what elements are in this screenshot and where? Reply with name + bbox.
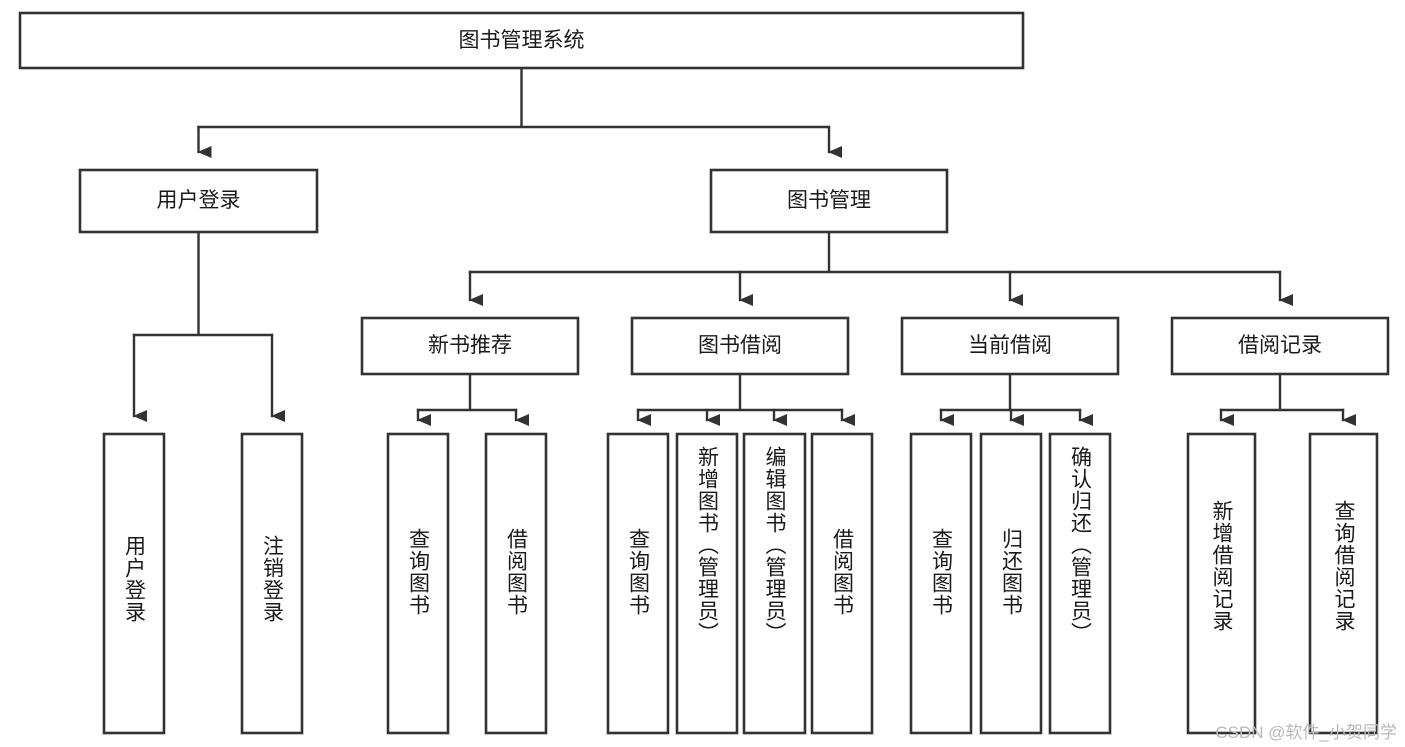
leaf-borrow-book-borrow[interactable]: 借阅图书 — [810, 432, 874, 735]
leaf-logout-box[interactable] — [240, 432, 304, 735]
leaf-add-book-admin-label: 新增图书（管理员） — [696, 446, 720, 644]
leaf-edit-book-admin-label: 编辑图书（管理员） — [763, 446, 787, 644]
node-new-book-recommend-label: 新书推荐 — [428, 334, 512, 357]
leaf-return-book-box[interactable] — [979, 432, 1043, 735]
edge-root-bus — [197, 66, 831, 129]
leaf-edit-book-admin-box[interactable] — [742, 432, 807, 735]
leaf-query-book-current-label: 查询图书 — [930, 528, 954, 616]
leaf-query-book-current[interactable]: 查询图书 — [909, 432, 973, 735]
node-root-system-label: 图书管理系统 — [459, 29, 585, 52]
leaf-borrow-book-borrow-box[interactable] — [810, 432, 874, 735]
leaf-add-borrow-record[interactable]: 新增借阅记录 — [1186, 432, 1257, 735]
node-book-manage-label: 图书管理 — [787, 189, 871, 212]
node-book-borrow[interactable]: 图书借阅 — [630, 316, 850, 376]
leaf-query-book-newbooks-box[interactable] — [386, 432, 450, 735]
node-borrow-records-box[interactable] — [1170, 316, 1390, 376]
leaf-user-login-box[interactable] — [102, 432, 166, 735]
leaf-query-borrow-record-label: 查询借阅记录 — [1332, 500, 1356, 632]
node-current-borrow[interactable]: 当前借阅 — [900, 316, 1120, 376]
node-book-manage-box[interactable] — [709, 168, 949, 234]
leaf-borrow-book-borrow-label: 借阅图书 — [831, 528, 855, 616]
leaf-return-book[interactable]: 归还图书 — [979, 432, 1043, 735]
leaf-confirm-return-admin[interactable]: 确认归还（管理员） — [1048, 432, 1112, 735]
node-user-login-box[interactable] — [78, 168, 319, 234]
edge-current-bus — [939, 372, 1082, 412]
node-new-book-recommend-box[interactable] — [360, 316, 580, 376]
edge-borrow-bus — [636, 372, 844, 412]
leaf-logout[interactable]: 注销登录 — [240, 432, 304, 735]
leaf-confirm-return-admin-box[interactable] — [1048, 432, 1112, 735]
leaf-return-book-label: 归还图书 — [1000, 528, 1024, 616]
leaf-add-book-admin[interactable]: 新增图书（管理员） — [675, 432, 739, 735]
leaf-query-book-borrow-box[interactable] — [606, 432, 670, 735]
edge-new-books-bus — [416, 372, 518, 412]
node-book-borrow-box[interactable] — [630, 316, 850, 376]
node-book-manage[interactable]: 图书管理 — [709, 168, 949, 234]
leaf-confirm-return-admin-label: 确认归还（管理员） — [1069, 446, 1093, 644]
leaf-query-book-current-box[interactable] — [909, 432, 973, 735]
leaf-add-borrow-record-label: 新增借阅记录 — [1210, 500, 1234, 632]
edge-layer — [132, 66, 1356, 426]
leaf-query-book-newbooks-label: 查询图书 — [407, 528, 431, 616]
edge-user-login-bus — [132, 230, 274, 337]
leaf-add-borrow-record-box[interactable] — [1186, 432, 1257, 735]
leaf-user-login-label: 用户登录 — [123, 535, 147, 623]
leaf-user-login[interactable]: 用户登录 — [102, 432, 166, 735]
node-user-login[interactable]: 用户登录 — [78, 168, 319, 234]
node-current-borrow-label: 当前借阅 — [968, 334, 1052, 357]
node-borrow-records[interactable]: 借阅记录 — [1170, 316, 1390, 376]
node-new-book-recommend[interactable]: 新书推荐 — [360, 316, 580, 376]
leaf-query-book-newbooks[interactable]: 查询图书 — [386, 432, 450, 735]
csdn-watermark: CSDN @软件_小贺同学 — [1215, 723, 1397, 742]
leaf-query-book-borrow[interactable]: 查询图书 — [606, 432, 670, 735]
leaf-query-book-borrow-label: 查询图书 — [627, 528, 651, 616]
node-root-system[interactable]: 图书管理系统 — [18, 11, 1025, 70]
leaf-borrow-book-newbooks-label: 借阅图书 — [505, 528, 529, 616]
edge-records-bus — [1219, 372, 1345, 412]
leaf-edit-book-admin[interactable]: 编辑图书（管理员） — [742, 432, 807, 735]
leaf-borrow-book-newbooks[interactable]: 借阅图书 — [484, 432, 548, 735]
leaf-borrow-book-newbooks-box[interactable] — [484, 432, 548, 735]
edge-book-manage-bus — [468, 230, 1282, 274]
node-user-login-label: 用户登录 — [157, 189, 241, 212]
leaf-add-book-admin-box[interactable] — [675, 432, 739, 735]
leaf-query-borrow-record-box[interactable] — [1308, 432, 1379, 735]
leaf-query-borrow-record[interactable]: 查询借阅记录 — [1308, 432, 1379, 735]
node-book-borrow-label: 图书借阅 — [698, 334, 782, 357]
node-root-system-box[interactable] — [18, 11, 1025, 70]
node-borrow-records-label: 借阅记录 — [1238, 334, 1322, 357]
node-current-borrow-box[interactable] — [900, 316, 1120, 376]
leaf-logout-label: 注销登录 — [261, 535, 285, 623]
